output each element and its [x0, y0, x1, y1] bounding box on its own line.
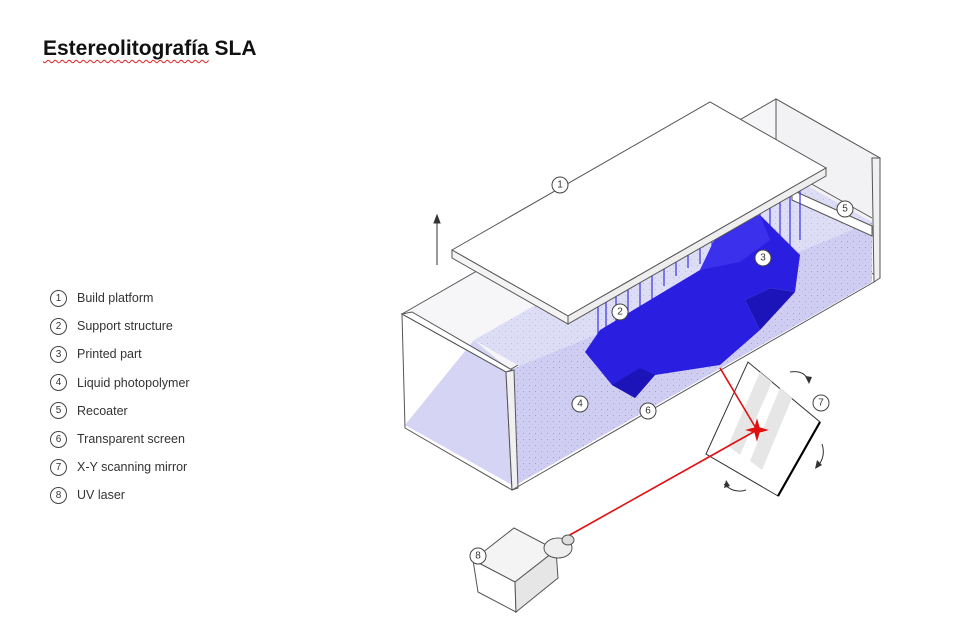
- legend-item: 6 Transparent screen: [50, 425, 190, 453]
- legend-number: 4: [50, 374, 67, 392]
- build-platform: [450, 101, 828, 325]
- up-arrow-icon: [433, 213, 441, 265]
- legend-label: Liquid photopolymer: [77, 375, 190, 390]
- svg-text:2: 2: [617, 307, 623, 318]
- callout-7: 7: [812, 394, 830, 412]
- uv-laser: [472, 527, 575, 614]
- legend-item: 4 Liquid photopolymer: [50, 369, 190, 397]
- legend-label: Transparent screen: [77, 432, 185, 447]
- legend-label: Build platform: [77, 291, 154, 306]
- legend-item: 2 Support structure: [50, 312, 190, 340]
- tank-front: [400, 157, 881, 491]
- svg-text:6: 6: [645, 406, 651, 417]
- legend-number: 7: [50, 458, 67, 476]
- callout-2: 2: [611, 303, 629, 321]
- legend-number: 6: [50, 430, 67, 448]
- legend: 1 Build platform 2 Support structure 3 Prin…: [50, 284, 190, 510]
- svg-text:1: 1: [557, 180, 563, 191]
- callout-6: 6: [639, 402, 657, 420]
- legend-number: 2: [50, 317, 67, 335]
- legend-number: 3: [50, 345, 67, 363]
- svg-text:5: 5: [842, 204, 848, 215]
- svg-text:8: 8: [475, 551, 481, 562]
- legend-number: 8: [50, 486, 67, 504]
- legend-item: 5 Recoater: [50, 397, 190, 425]
- title-main: Estereolitografía: [43, 37, 209, 60]
- printed-part: [585, 215, 800, 398]
- legend-item: 3 Printed part: [50, 340, 190, 368]
- callout-1: 1: [551, 176, 569, 194]
- callout-3: 3: [754, 249, 772, 267]
- legend-item: 7 X-Y scanning mirror: [50, 453, 190, 481]
- legend-number: 5: [50, 402, 67, 420]
- laser-beam: [567, 367, 769, 537]
- title-suffix: SLA: [208, 37, 257, 60]
- svg-text:4: 4: [577, 399, 583, 410]
- callout-8: 8: [469, 547, 487, 565]
- callout-4: 4: [571, 395, 589, 413]
- svg-text:3: 3: [760, 253, 766, 264]
- page-title: Estereolitografía SLA: [43, 37, 257, 61]
- svg-text:7: 7: [818, 398, 824, 409]
- legend-item: 8 UV laser: [50, 481, 190, 509]
- legend-number: 1: [50, 289, 67, 307]
- legend-label: Printed part: [77, 347, 142, 362]
- legend-label: UV laser: [77, 488, 125, 503]
- legend-label: X-Y scanning mirror: [77, 460, 188, 475]
- legend-label: Support structure: [77, 319, 173, 334]
- legend-label: Recoater: [77, 403, 128, 418]
- legend-item: 1 Build platform: [50, 284, 190, 312]
- callout-5: 5: [836, 200, 854, 218]
